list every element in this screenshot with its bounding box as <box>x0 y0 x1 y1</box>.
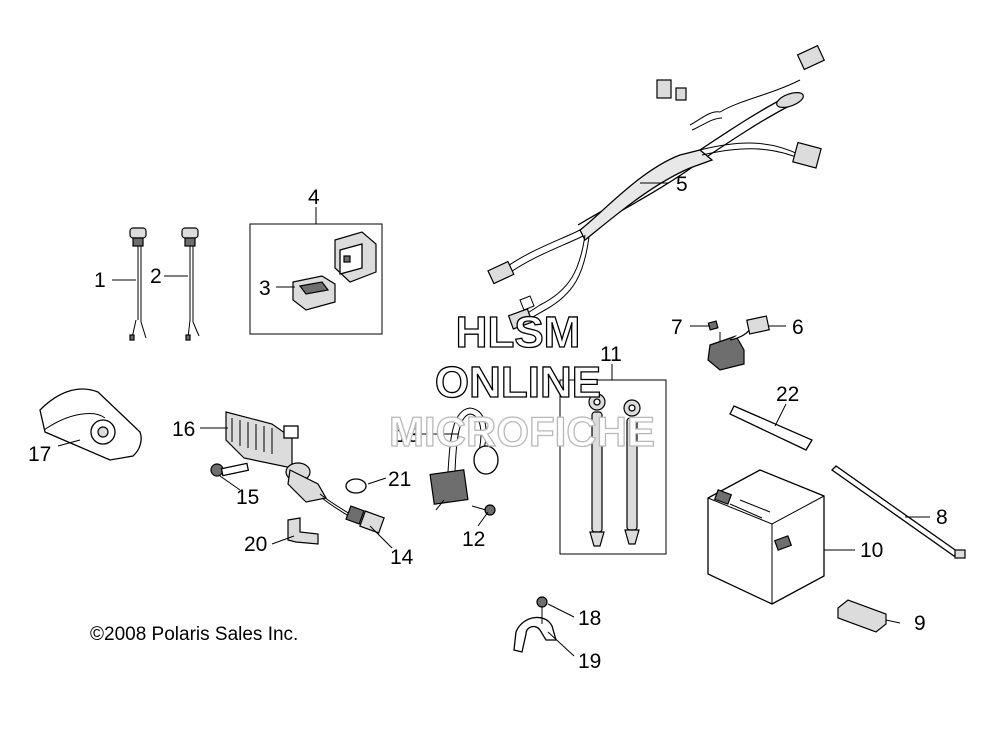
part-7-nut <box>707 320 719 331</box>
callout-3: 3 <box>259 277 271 300</box>
part-20-bracket <box>287 517 319 545</box>
callout-19: 19 <box>578 650 601 673</box>
leader-lines <box>57 182 930 657</box>
callout-1: 1 <box>94 269 106 292</box>
callout-12: 12 <box>462 528 485 551</box>
part-5-wiring-harness <box>487 44 826 330</box>
part-9-pad <box>837 599 887 633</box>
callout-6: 6 <box>792 316 804 339</box>
callout-20: 20 <box>244 533 267 556</box>
part-18-screw <box>536 596 548 624</box>
callout-18: 18 <box>578 607 601 630</box>
callout-13: 13 <box>396 424 419 447</box>
part-22-battery-strap <box>729 405 813 451</box>
part-8-cable-tie <box>830 465 966 559</box>
part-12-screw <box>471 504 496 516</box>
part-17-tool-pouch <box>39 388 142 461</box>
callout-8: 8 <box>936 506 948 529</box>
callout-9: 9 <box>914 612 926 635</box>
callout-17: 17 <box>28 443 51 466</box>
watermark-line-1: HLSM <box>456 308 581 357</box>
watermark-line-2: ONLINE <box>435 358 601 407</box>
callout-14: 14 <box>390 546 414 569</box>
callout-15: 15 <box>236 486 259 509</box>
callout-22: 22 <box>776 383 799 406</box>
callout-7: 7 <box>671 316 683 339</box>
watermark-line-3: MICROFICHE <box>389 408 655 455</box>
part-21-washer <box>345 478 367 494</box>
part-16-voltage-regulator <box>225 411 299 469</box>
part-15-bolt <box>210 462 250 477</box>
part-6-starter-solenoid <box>707 315 770 371</box>
callout-11: 11 <box>600 343 622 366</box>
part-13-ignition-coil <box>429 407 499 511</box>
part-14-ignition-switch <box>285 462 385 534</box>
part-10-battery <box>707 469 825 605</box>
part-4-relay-module <box>334 231 377 283</box>
callout-4: 4 <box>308 186 320 209</box>
part-11-group-box <box>559 379 667 555</box>
part-19-clamp <box>513 616 557 653</box>
copyright-text: ©2008 Polaris Sales Inc. <box>90 624 298 645</box>
part-1-switch-lead <box>129 227 147 341</box>
callout-2: 2 <box>150 265 162 288</box>
part-3-fuse-block <box>292 275 336 311</box>
part-2-switch-lead <box>181 227 200 341</box>
callout-10: 10 <box>860 539 883 562</box>
watermark: HLSM ONLINE MICROFICHE <box>388 307 655 455</box>
callout-5: 5 <box>676 173 688 196</box>
callout-21: 21 <box>388 468 411 491</box>
callout-16: 16 <box>172 418 195 441</box>
part-11-battery-cables <box>588 393 641 547</box>
